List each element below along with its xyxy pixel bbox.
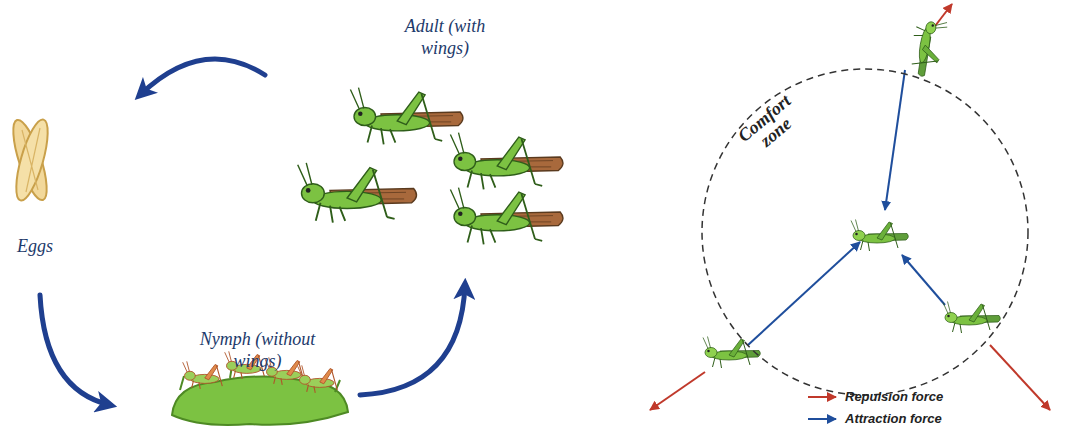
stage-label: Nymph (without wings) [190, 328, 325, 372]
comfort-zone-circle: Comfort zone [700, 67, 1030, 397]
legend-label: Repulsion force [845, 389, 943, 405]
life-stage-adult: Adult (with wings) [265, 10, 570, 285]
life-stage-eggs: Eggs [5, 95, 140, 295]
adult-locusts [298, 88, 563, 245]
stage-label: Adult (with wings) [390, 15, 500, 59]
stage-label: Eggs [5, 235, 65, 257]
legend-samples [808, 397, 836, 419]
egg-pods [7, 117, 55, 204]
cycle-arrow [360, 285, 465, 395]
dashed-circle [700, 67, 1030, 397]
life-stage-nymph: Nymph (without wings) [110, 325, 360, 430]
legend-label: Attraction force [845, 411, 942, 427]
cycle-arrow [140, 59, 265, 95]
zone-label: Comfort zone [728, 85, 812, 164]
swarm-forces [650, 4, 1050, 410]
cycle-arrow [40, 295, 110, 405]
